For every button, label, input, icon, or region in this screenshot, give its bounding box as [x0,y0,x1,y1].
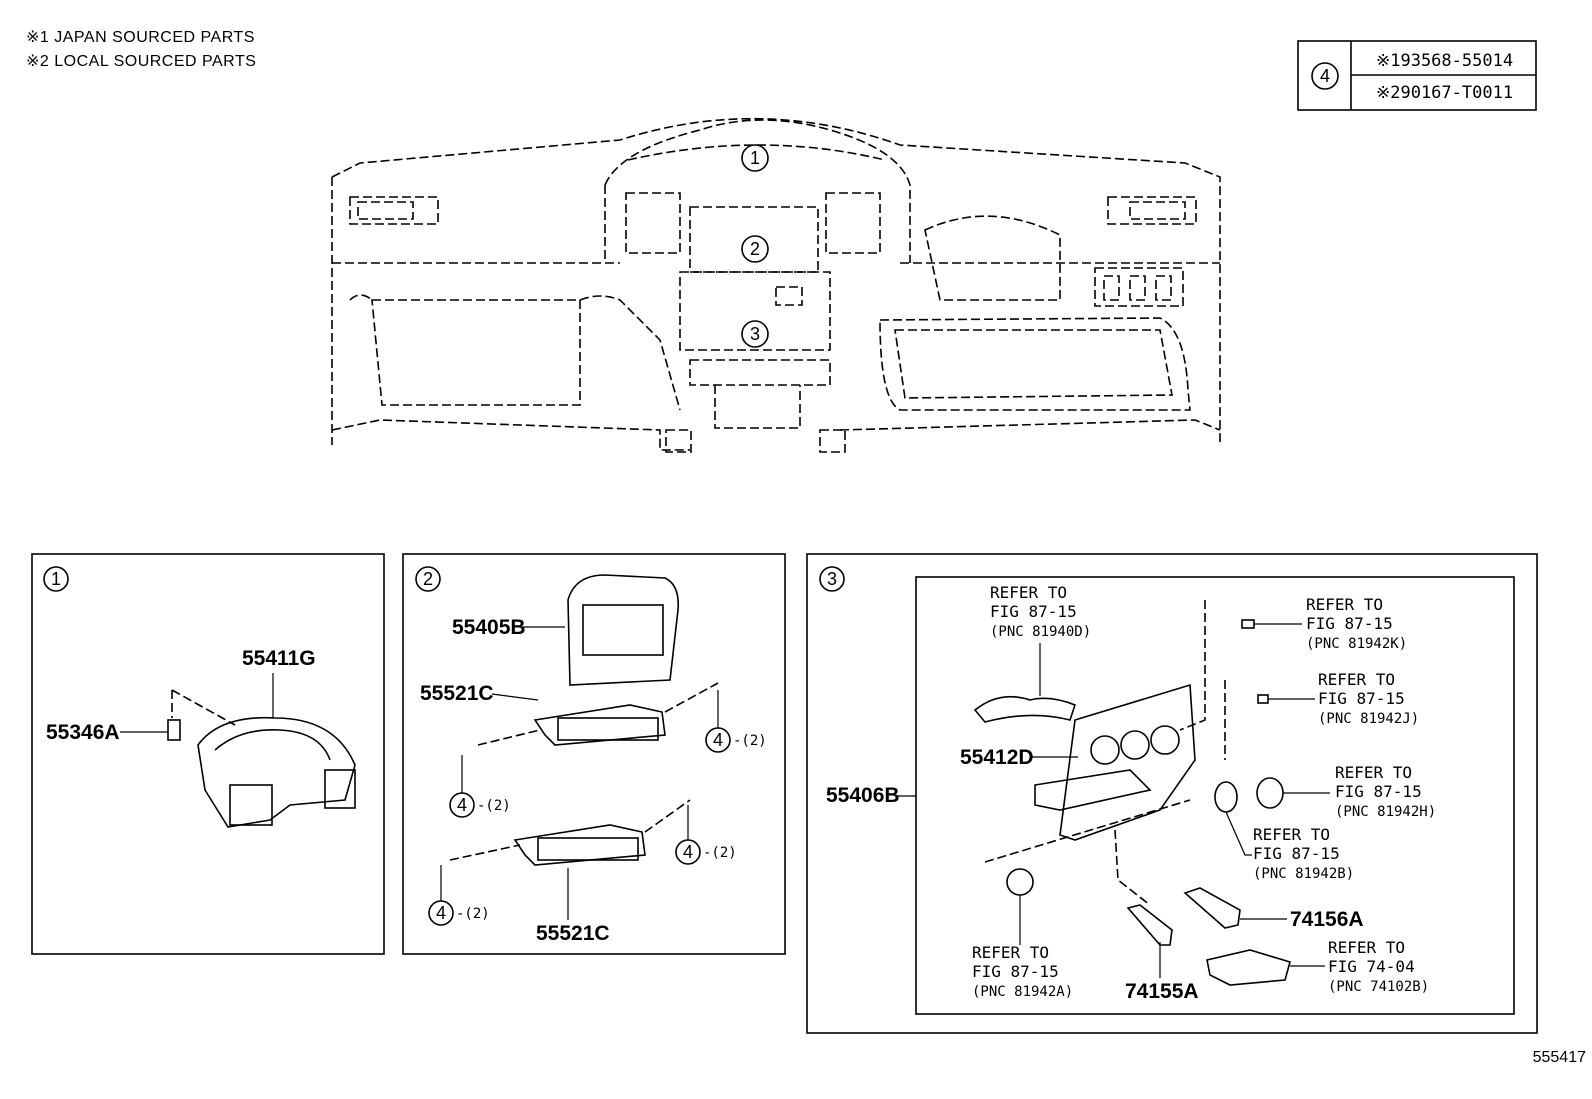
clip-icon [167,719,181,741]
ref-81942b: REFER TO FIG 87-15 (PNC 81942B) [1253,825,1354,882]
qty-4-d: -(2) [456,906,490,922]
legend-table: 4 ※193568-55014 ※290167-T0011 [1297,40,1537,111]
dashboard-overview: 1 2 3 [331,117,1221,453]
qty-4-a: -(2) [733,733,767,749]
ref-81942j: REFER TO FIG 87-15 (PNC 81942J) [1318,670,1419,727]
svg-text:(PNC 81940D): (PNC 81940D) [990,624,1091,640]
svg-text:(PNC 81942K): (PNC 81942K) [1306,636,1407,652]
panel-2: 2 55405B 55521C 4 -(2) 4 -(2) 4 -(2) 4 -… [402,553,786,955]
qty-4-c: -(2) [703,845,737,861]
overview-callout-1: 1 [750,148,760,168]
svg-text:FIG 87-15: FIG 87-15 [1335,782,1422,801]
svg-text:(PNC 81942J): (PNC 81942J) [1318,711,1419,727]
part-74155a: 74155A [1125,980,1199,1003]
svg-text:(PNC 81942B): (PNC 81942B) [1253,866,1354,882]
callout-4-a: 4 [713,730,723,750]
svg-text:REFER TO: REFER TO [1306,595,1383,614]
svg-text:FIG 87-15: FIG 87-15 [1318,689,1405,708]
svg-text:REFER TO: REFER TO [972,943,1049,962]
panel-1-number: 1 [51,569,61,589]
svg-text:FIG 87-15: FIG 87-15 [1306,614,1393,633]
part-55406b: 55406B [826,784,900,807]
legend-row-1: ※193568-55014 [1376,51,1513,71]
ref-74102b: REFER TO FIG 74-04 (PNC 74102B) [1328,938,1429,995]
legend-row-2: ※290167-T0011 [1376,83,1513,103]
callout-4-d: 4 [436,903,446,923]
part-55412d: 55412D [960,746,1034,769]
svg-text:FIG 87-15: FIG 87-15 [972,962,1059,981]
overview-callout-2: 2 [750,239,760,259]
callout-4-c: 4 [683,842,693,862]
legend-circle-number: 4 [1320,66,1330,86]
callout-4-b: 4 [457,795,467,815]
svg-text:REFER TO: REFER TO [1253,825,1330,844]
ref-81940d: REFER TO FIG 87-15 (PNC 81940D) [990,583,1091,640]
ref-81942h: REFER TO FIG 87-15 (PNC 81942H) [1335,763,1436,820]
overview-callout-3: 3 [750,324,760,344]
svg-text:REFER TO: REFER TO [1328,938,1405,957]
panel-3-number: 3 [827,569,837,589]
panel-3: 3 55406B 55412D 74156A 74155A R [806,553,1538,1034]
part-55521c-lower: 55521C [536,922,610,945]
figure-id: 555417 [1533,1049,1586,1066]
qty-4-b: -(2) [477,798,511,814]
part-55411g: 55411G [242,647,316,670]
svg-text:REFER TO: REFER TO [990,583,1067,602]
svg-text:FIG 87-15: FIG 87-15 [990,602,1077,621]
part-55346a: 55346A [46,721,120,744]
part-55405b: 55405B [452,616,526,639]
part-55521c-upper: 55521C [420,682,494,705]
svg-text:(PNC 81942H): (PNC 81942H) [1335,804,1436,820]
svg-text:REFER TO: REFER TO [1318,670,1395,689]
svg-text:FIG 87-15: FIG 87-15 [1253,844,1340,863]
svg-text:FIG 74-04: FIG 74-04 [1328,957,1415,976]
svg-text:(PNC 81942A): (PNC 81942A) [972,984,1073,1000]
ref-81942k: REFER TO FIG 87-15 (PNC 81942K) [1306,595,1407,652]
svg-text:REFER TO: REFER TO [1335,763,1412,782]
svg-text:(PNC 74102B): (PNC 74102B) [1328,979,1429,995]
panel-2-number: 2 [423,569,433,589]
panel-1: 1 55411G 55346A [31,553,385,955]
part-74156a: 74156A [1290,908,1364,931]
note-local-sourced: ※2 LOCAL SOURCED PARTS [26,53,257,70]
ref-81942a: REFER TO FIG 87-15 (PNC 81942A) [972,943,1073,1000]
note-japan-sourced: ※1 JAPAN SOURCED PARTS [26,29,255,46]
